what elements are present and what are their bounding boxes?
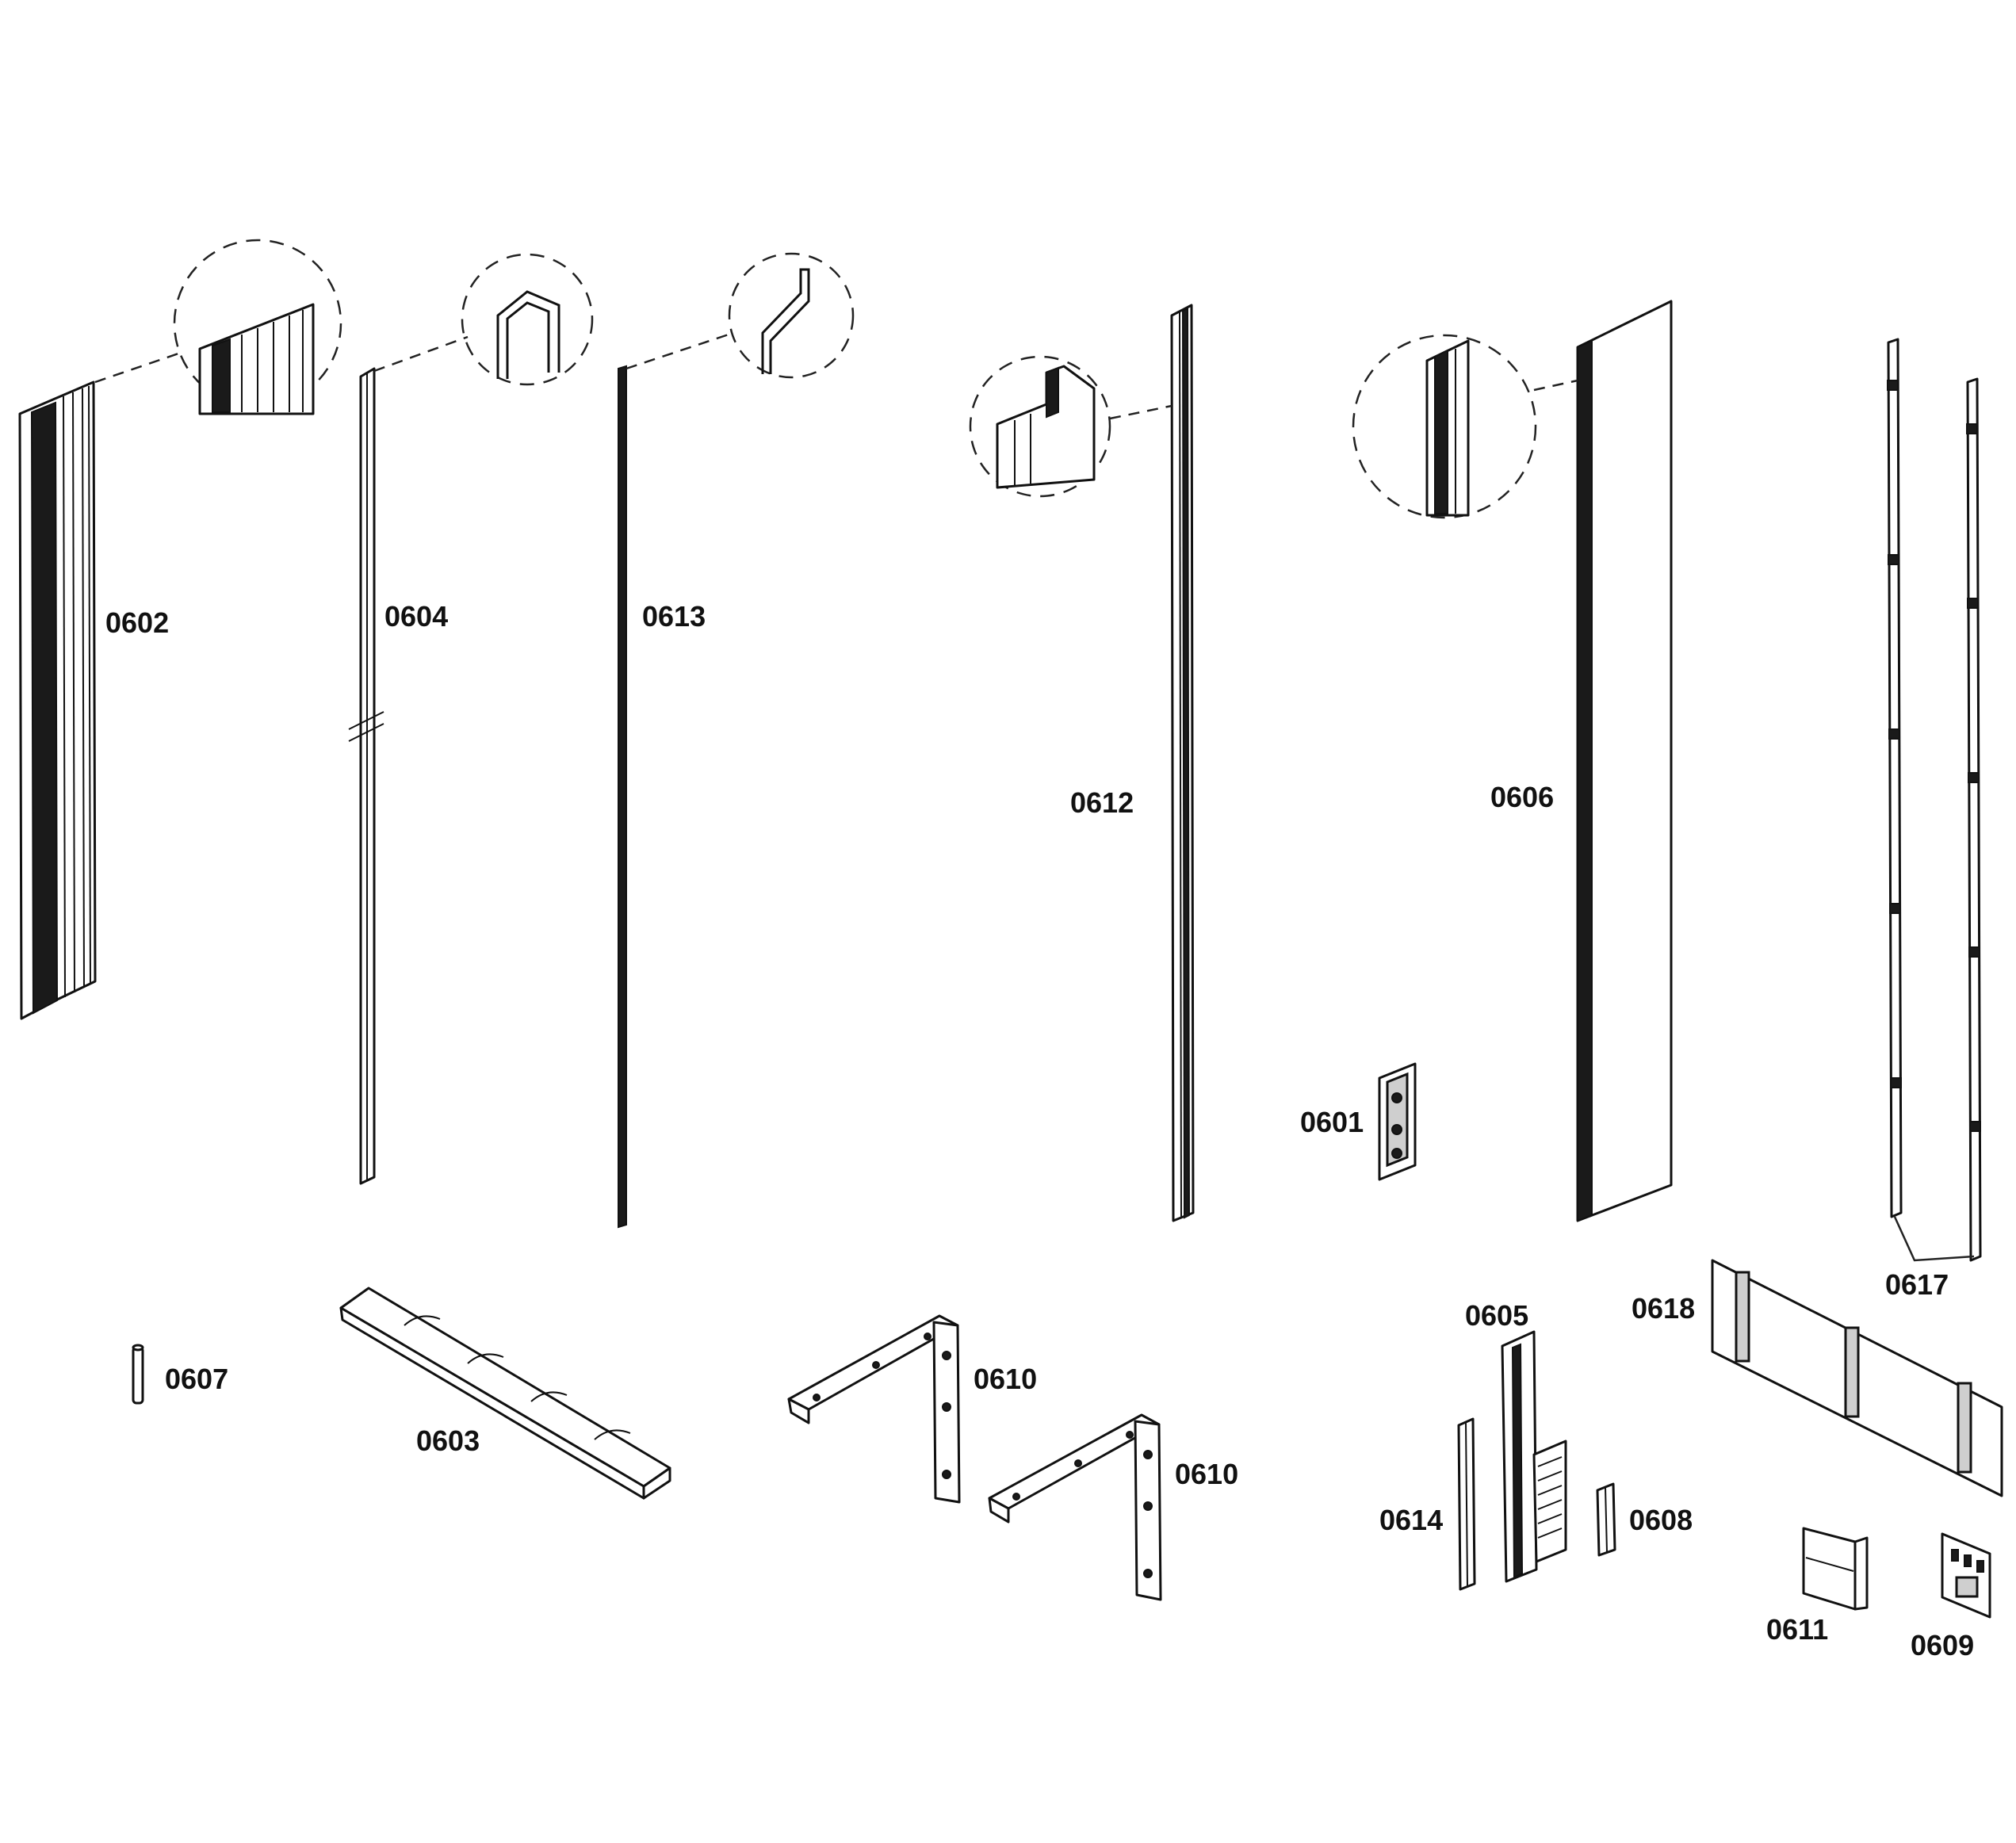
part-0605-bracket-assembly	[1501, 1330, 1567, 1583]
leader-0612-detail	[1109, 404, 1172, 420]
part-0612-channel	[1170, 304, 1195, 1222]
leader-0606-detail	[1533, 379, 1578, 392]
callout-0612: 0612	[1070, 786, 1134, 819]
part-0610-bracket-lower	[988, 1413, 1162, 1601]
callout-0611: 0611	[1766, 1613, 1828, 1646]
part-0601-clip	[1378, 1062, 1417, 1181]
detail-circle-0612	[969, 355, 1111, 498]
callout-0603: 0603	[416, 1424, 480, 1457]
detail-0612-channel-section	[996, 365, 1096, 489]
detail-0604-hem-section	[496, 290, 560, 379]
callout-0613: 0613	[642, 600, 706, 633]
part-0614-strip	[1457, 1417, 1476, 1591]
detail-circle-0613	[728, 252, 855, 379]
detail-circle-0604	[461, 253, 594, 386]
callout-0618: 0618	[1632, 1292, 1695, 1325]
leader-0604-detail	[373, 335, 469, 373]
callout-0604: 0604	[384, 600, 448, 633]
callout-0601: 0601	[1300, 1106, 1364, 1138]
part-0606-panel	[1576, 300, 1673, 1222]
leader-0613-detail	[625, 331, 734, 370]
leader-0602-detail	[94, 351, 182, 384]
callout-0610-lower: 0610	[1175, 1458, 1238, 1490]
callout-0607: 0607	[165, 1363, 228, 1395]
part-0602-profile	[18, 380, 97, 1020]
detail-0613-hook-section	[761, 268, 810, 374]
part-0608-block	[1596, 1482, 1616, 1557]
callout-0617: 0617	[1885, 1268, 1949, 1301]
callout-0606: 0606	[1490, 781, 1554, 813]
part-0610-bracket-upper	[787, 1314, 961, 1504]
callout-0602: 0602	[105, 606, 169, 639]
detail-0606-panel-edge-section	[1425, 339, 1470, 517]
part-0603-notched-rail	[339, 1287, 671, 1500]
callout-0610-upper: 0610	[974, 1363, 1037, 1395]
part-0604-strip	[348, 367, 384, 1185]
part-0617-rail-left	[1887, 338, 1903, 1218]
part-0617-rail-right	[1966, 377, 1982, 1262]
part-0609-plate	[1941, 1532, 1991, 1619]
part-0607-pin	[132, 1344, 144, 1405]
callout-0614: 0614	[1379, 1504, 1443, 1536]
callout-0605: 0605	[1465, 1299, 1528, 1332]
part-0613-rod	[618, 365, 627, 1229]
callout-0608: 0608	[1629, 1504, 1693, 1536]
detail-0602-profile-section	[198, 303, 315, 415]
part-0611-clip	[1802, 1527, 1869, 1611]
detail-circle-0606	[1352, 334, 1537, 519]
callout-0609: 0609	[1911, 1629, 1974, 1661]
part-0618-wide-panel	[1711, 1259, 2003, 1497]
leader-0617	[1893, 1216, 1975, 1262]
